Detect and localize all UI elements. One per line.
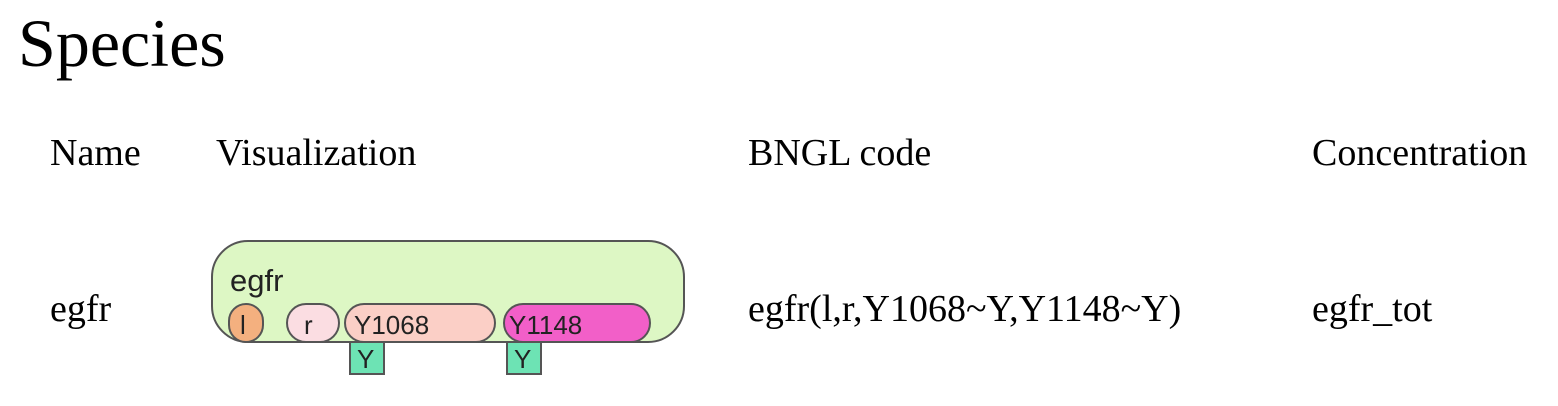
state-label-Y1148: Y: [514, 344, 531, 374]
header-bngl-code: BNGL code: [748, 132, 932, 174]
species-bngl-code: egfr(l,r,Y1068~Y,Y1148~Y): [748, 288, 1182, 330]
component-Y1068: [344, 303, 496, 343]
component-label-l: l: [240, 310, 246, 340]
state-label-Y1068: Y: [357, 344, 374, 374]
molecule-label: egfr: [230, 263, 283, 298]
header-name: Name: [50, 132, 141, 174]
component-label-r: r: [304, 310, 313, 340]
component-label-Y1148: Y1148: [509, 310, 582, 340]
header-visualization: Visualization: [216, 132, 417, 174]
species-visualization: egfr l r Y1068 Y1148 Y Y: [211, 240, 685, 375]
component-label-Y1068: Y1068: [354, 310, 429, 340]
component-l: [228, 303, 264, 343]
page-title: Species: [18, 5, 226, 81]
species-concentration: egfr_tot: [1312, 288, 1433, 330]
state-Y1148: [506, 341, 542, 375]
component-Y1148: [503, 303, 651, 343]
species-name: egfr: [50, 288, 112, 330]
header-concentration: Concentration: [1312, 132, 1528, 174]
state-Y1068: [349, 341, 385, 375]
component-r: [286, 303, 340, 343]
